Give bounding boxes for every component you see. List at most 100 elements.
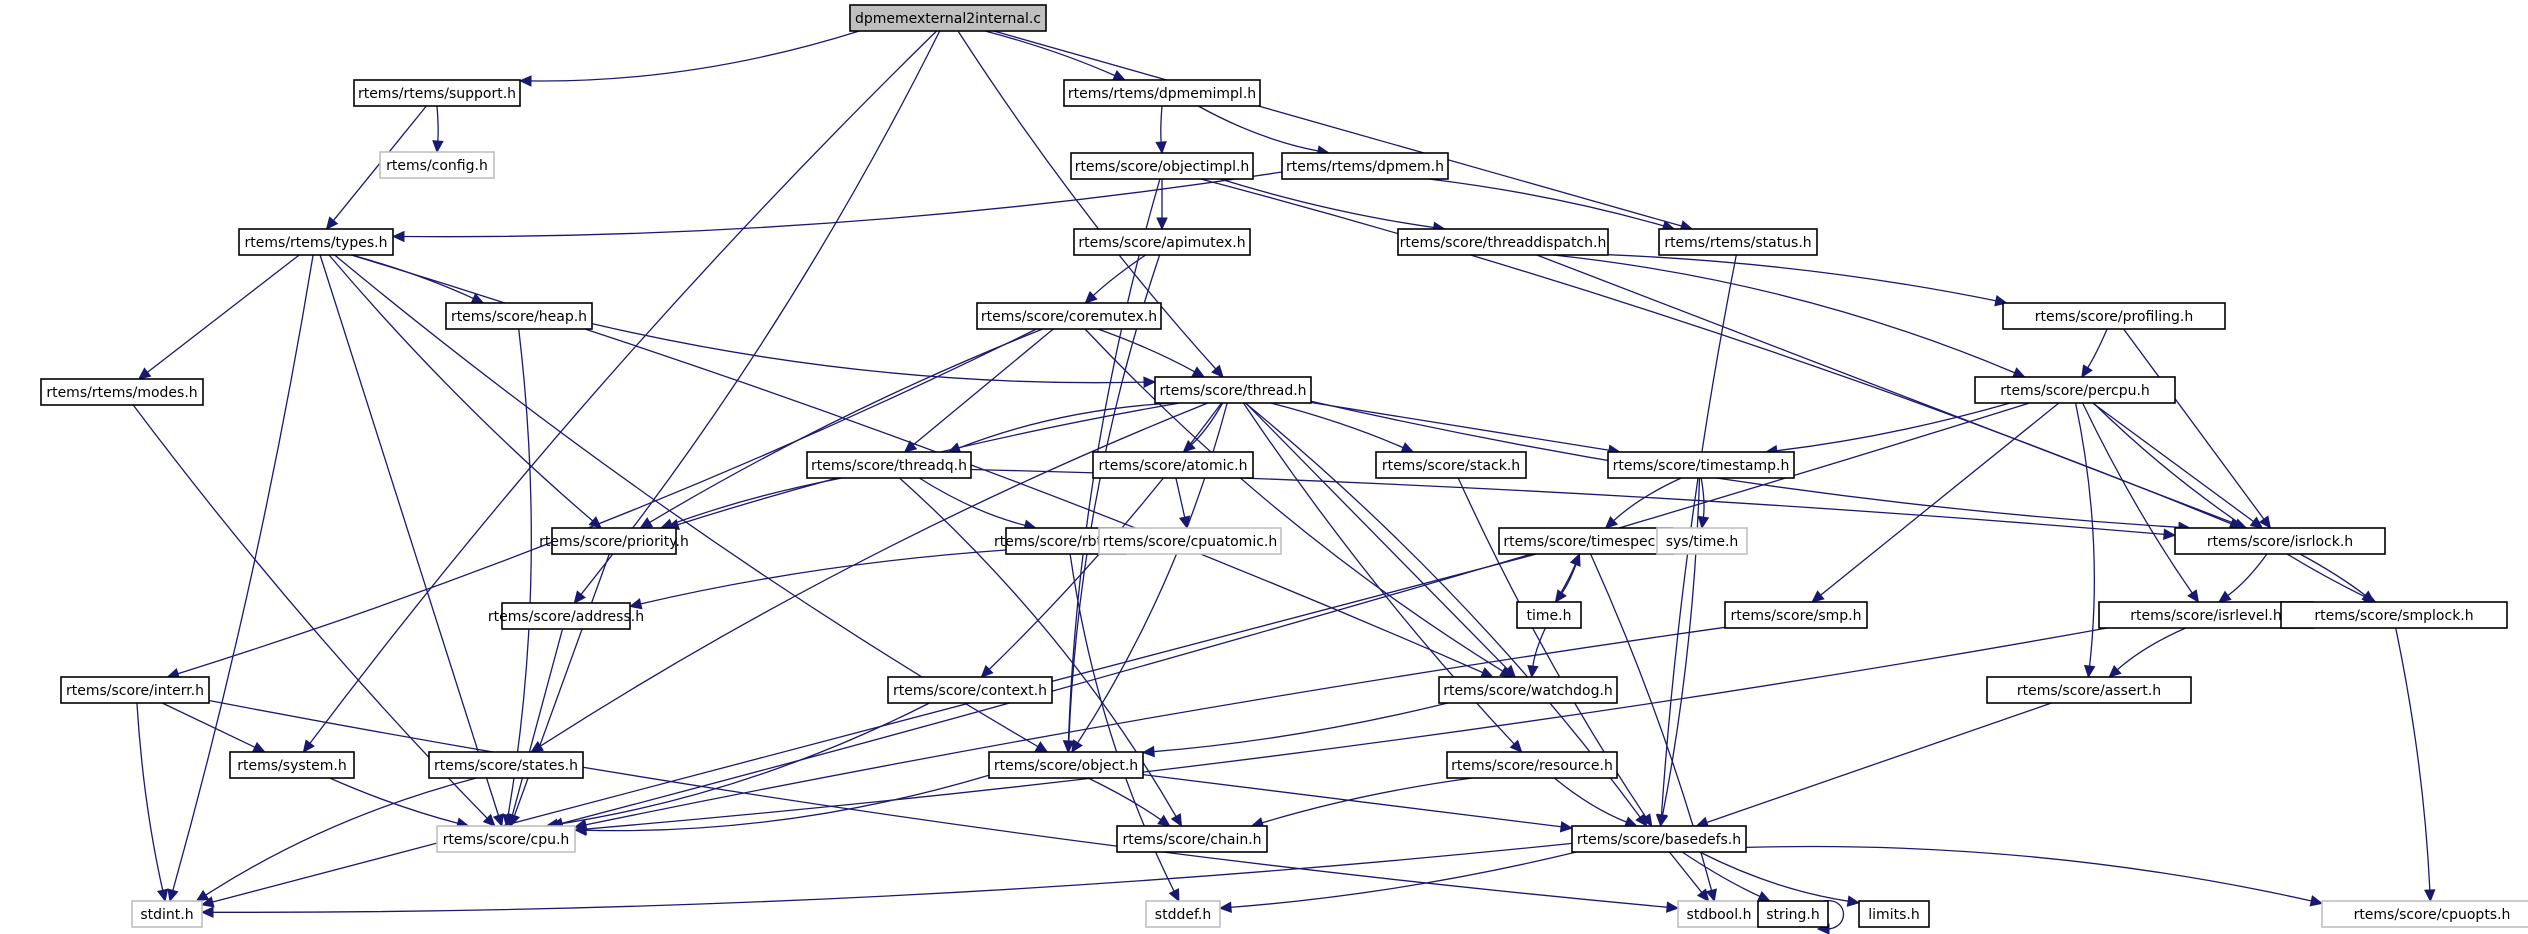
node-box[interactable] — [1154, 376, 1312, 404]
node-box[interactable] — [229, 751, 355, 779]
node-modes[interactable]: rtems/rtems/modes.h — [40, 378, 204, 406]
node-support[interactable]: rtems/rtems/support.h — [353, 79, 521, 107]
edge-coremutex-to-priority — [639, 328, 1043, 529]
node-box[interactable] — [2002, 302, 2226, 330]
edge-line — [993, 30, 1683, 227]
node-box — [131, 900, 203, 928]
node-isrlock[interactable]: rtems/score/isrlock.h — [2174, 527, 2386, 555]
arrowhead-icon — [1034, 741, 1049, 753]
node-timestamp[interactable]: rtems/score/timestamp.h — [1607, 451, 1795, 479]
node-box[interactable] — [2280, 601, 2508, 629]
edge-dpmemimpl-to-objectimpl — [1155, 105, 1167, 155]
edge-profiling-to-percpu — [2081, 328, 2108, 379]
node-smp[interactable]: rtems/score/smp.h — [1724, 601, 1868, 629]
node-box[interactable] — [1446, 751, 1618, 779]
node-percpu[interactable]: rtems/score/percpu.h — [1974, 376, 2176, 404]
node-status[interactable]: rtems/rtems/status.h — [1658, 228, 1818, 256]
node-dpmemimpl[interactable]: rtems/rtems/dpmemimpl.h — [1063, 79, 1261, 107]
node-assert[interactable]: rtems/score/assert.h — [1986, 676, 2192, 704]
node-states[interactable]: rtems/score/states.h — [428, 751, 584, 779]
edge-root-to-address — [573, 30, 941, 604]
node-box[interactable] — [40, 378, 204, 406]
node-box[interactable] — [428, 751, 584, 779]
node-box[interactable] — [1397, 228, 1609, 256]
node-box[interactable] — [1724, 601, 1868, 629]
node-box[interactable] — [551, 527, 677, 555]
node-box[interactable] — [1063, 79, 1261, 107]
node-box[interactable] — [1070, 152, 1254, 180]
edge-line — [2092, 402, 2367, 599]
node-types[interactable]: rtems/rtems/types.h — [238, 228, 394, 256]
node-box[interactable] — [2174, 527, 2386, 555]
node-box[interactable] — [1281, 152, 1449, 180]
node-box[interactable] — [1607, 451, 1795, 479]
node-basedefs[interactable]: rtems/score/basedefs.h — [1571, 825, 1747, 853]
node-timespec[interactable]: rtems/score/timespec.h — [1498, 527, 1674, 555]
node-box[interactable] — [1571, 825, 1747, 853]
node-label: rtems/score/smp.h — [1731, 608, 1862, 624]
node-box[interactable] — [238, 228, 394, 256]
node-smplock[interactable]: rtems/score/smplock.h — [2280, 601, 2508, 629]
node-threadq[interactable]: rtems/score/threadq.h — [806, 451, 972, 479]
node-address[interactable]: rtems/score/address.h — [488, 602, 644, 630]
node-objectimpl[interactable]: rtems/score/objectimpl.h — [1070, 152, 1254, 180]
edge-resource-to-chain — [1250, 777, 1473, 829]
node-label: rtems/score/thread.h — [1159, 383, 1306, 399]
node-box[interactable] — [806, 451, 972, 479]
node-resource[interactable]: rtems/score/resource.h — [1446, 751, 1618, 779]
node-layer: dpmemexternal2internal.crtems/rtems/supp… — [40, 4, 2528, 928]
node-thread[interactable]: rtems/score/thread.h — [1154, 376, 1312, 404]
node-box[interactable] — [976, 302, 1162, 330]
arrowhead-icon — [2083, 664, 2096, 679]
node-timeh[interactable]: time.h — [1516, 601, 1582, 629]
node-object[interactable]: rtems/score/object.h — [988, 751, 1144, 779]
edge-root-to-thread — [957, 30, 1224, 378]
node-limits[interactable]: limits.h — [1858, 900, 1930, 928]
edge-line — [1705, 702, 2052, 824]
edge-objectimpl-to-apimutex — [1156, 179, 1168, 231]
node-priority[interactable]: rtems/score/priority.h — [539, 527, 689, 555]
node-box[interactable] — [887, 676, 1053, 704]
node-box[interactable] — [1757, 900, 1829, 928]
node-box[interactable] — [1092, 451, 1254, 479]
node-label: rtems/score/stack.h — [1382, 458, 1520, 474]
edge-line — [1607, 254, 1998, 302]
node-box[interactable] — [60, 676, 210, 704]
node-box[interactable] — [1073, 228, 1251, 256]
node-box[interactable] — [501, 602, 631, 630]
arrowhead-icon — [1666, 901, 1680, 913]
node-box[interactable] — [988, 751, 1144, 779]
node-label: rtems/score/cpu.h — [443, 832, 570, 848]
node-box[interactable] — [1858, 900, 1930, 928]
node-atomic[interactable]: rtems/score/atomic.h — [1092, 451, 1254, 479]
node-box[interactable] — [445, 302, 593, 330]
node-heap[interactable]: rtems/score/heap.h — [445, 302, 593, 330]
node-box[interactable] — [1116, 825, 1268, 853]
node-box[interactable] — [1516, 601, 1582, 629]
node-box[interactable] — [1658, 228, 1818, 256]
node-box[interactable] — [1986, 676, 2192, 704]
node-box[interactable] — [1375, 451, 1527, 479]
node-coremutex[interactable]: rtems/score/coremutex.h — [976, 302, 1162, 330]
node-context[interactable]: rtems/score/context.h — [887, 676, 1053, 704]
arrowhead-icon — [2081, 364, 2093, 379]
node-interr[interactable]: rtems/score/interr.h — [60, 676, 210, 704]
node-string[interactable]: string.h — [1757, 900, 1829, 928]
arrowhead-icon — [2108, 665, 2122, 678]
node-system[interactable]: rtems/system.h — [229, 751, 355, 779]
node-box[interactable] — [1438, 676, 1618, 704]
node-chain[interactable]: rtems/score/chain.h — [1116, 825, 1268, 853]
node-label: rtems/score/atomic.h — [1098, 458, 1247, 474]
node-apimutex[interactable]: rtems/score/apimutex.h — [1073, 228, 1251, 256]
edge-states-to-stdint — [195, 777, 477, 902]
node-watchdog[interactable]: rtems/score/watchdog.h — [1438, 676, 1618, 704]
node-box[interactable] — [1974, 376, 2176, 404]
node-dpmem[interactable]: rtems/rtems/dpmem.h — [1281, 152, 1449, 180]
arrowhead-icon — [137, 367, 152, 380]
node-threaddispatch[interactable]: rtems/score/threaddispatch.h — [1397, 228, 1609, 256]
node-stack[interactable]: rtems/score/stack.h — [1375, 451, 1527, 479]
node-profiling[interactable]: rtems/score/profiling.h — [2002, 302, 2226, 330]
node-box[interactable] — [353, 79, 521, 107]
node-label: rtems/score/resource.h — [1451, 758, 1613, 774]
